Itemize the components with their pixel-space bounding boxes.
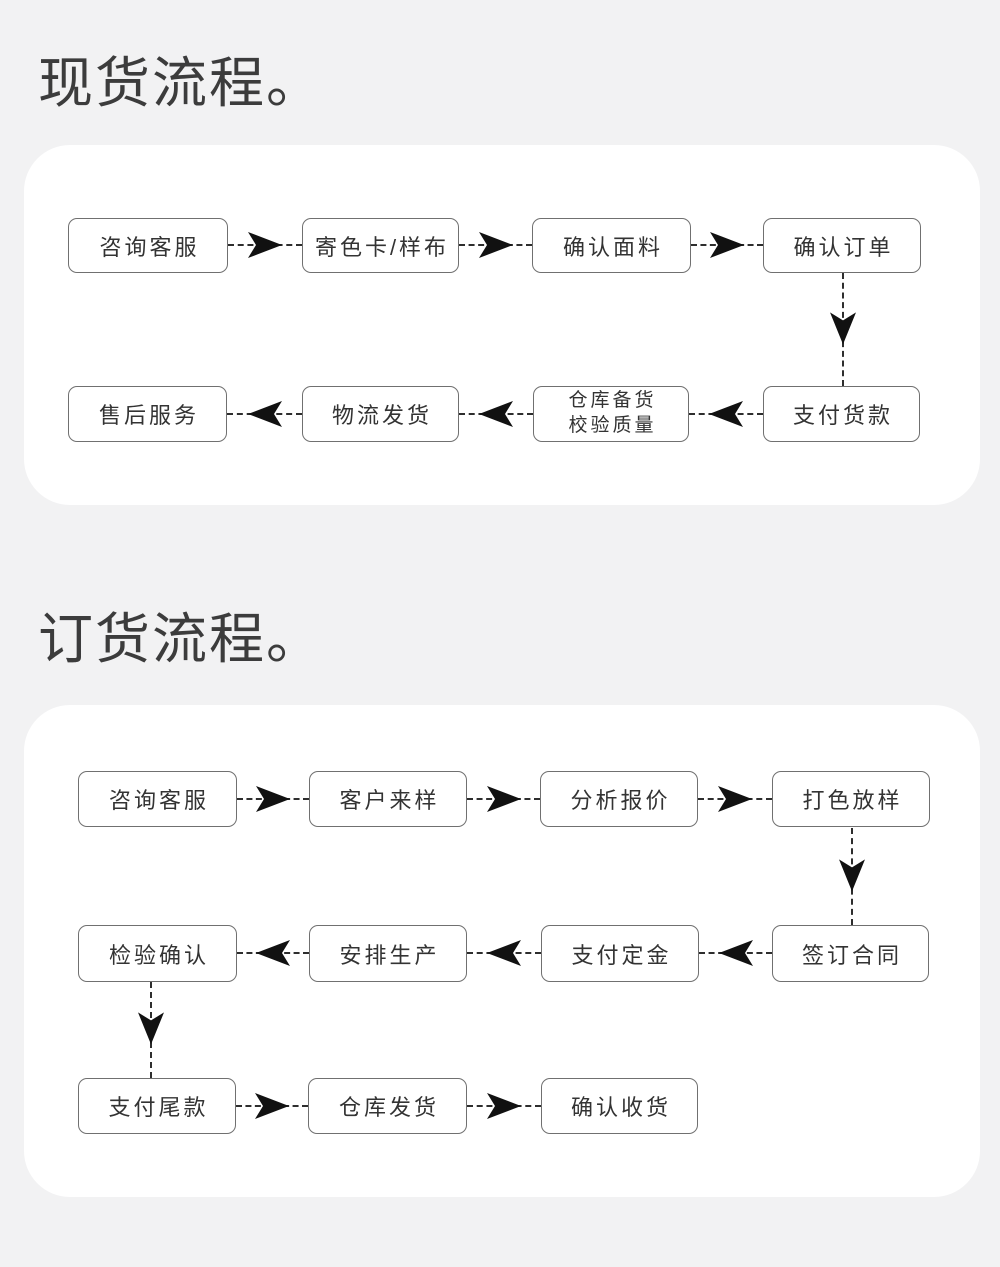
node-sign-contract: 签订合同: [772, 925, 929, 982]
arrow-down-icon: [839, 858, 865, 891]
arrow-left-icon: [709, 401, 743, 427]
arrow-right-icon: [486, 786, 521, 812]
node-label: 签订合同: [801, 942, 902, 968]
flow-connector: [698, 786, 772, 812]
node-label: 咨询客服: [108, 788, 209, 813]
node-label: 仓库备货: [568, 390, 657, 412]
node-warehouse-prepare-qc: 仓库备货 校验质量: [533, 386, 689, 442]
flow-connector: [138, 982, 164, 1078]
arrow-right-icon: [718, 786, 752, 812]
node-confirm-receipt: 确认收货: [541, 1078, 698, 1134]
node-label: 寄色卡/样布: [314, 234, 450, 260]
arrow-left-icon: [479, 401, 513, 427]
node-confirm-fabric: 确认面料: [532, 218, 691, 273]
node-label: 检验确认: [108, 942, 209, 968]
flow-connector: [839, 828, 865, 925]
node-inspection-confirm: 检验确认: [78, 925, 237, 982]
node-customer-sample: 客户来样: [309, 771, 467, 827]
flow-connector: [467, 1093, 541, 1119]
flow-connector: [830, 273, 856, 386]
node-warehouse-ship: 仓库发货: [308, 1078, 467, 1134]
arrow-down-icon: [830, 311, 856, 344]
arrow-right-icon: [487, 1093, 521, 1119]
flow-connector: [467, 786, 540, 812]
flow-connector: [236, 1093, 308, 1119]
flow-connector: [699, 940, 772, 966]
node-after-sales: 售后服务: [68, 386, 227, 442]
node-label: 支付尾款: [108, 1095, 209, 1120]
order-flow-title: 订货流程。: [38, 608, 324, 670]
flow-connector: [689, 401, 763, 427]
node-color-proofing: 打色放样: [772, 771, 930, 827]
spot-flow-title: 现货流程。: [38, 52, 324, 114]
node-send-color-card: 寄色卡/样布: [302, 218, 459, 273]
node-consult-service: 咨询客服: [68, 218, 228, 273]
node-arrange-production: 安排生产: [309, 925, 467, 982]
node-analyze-quote: 分析报价: [540, 771, 698, 827]
arrow-down-icon: [138, 1012, 164, 1045]
arrow-left-icon: [718, 940, 753, 966]
flow-connector: [237, 786, 309, 812]
arrow-left-icon: [487, 940, 521, 966]
node-pay-goods: 支付货款: [763, 386, 920, 442]
arrow-right-icon: [478, 232, 513, 258]
node-label: 仓库发货: [338, 1095, 439, 1120]
node-label: 确认订单: [793, 234, 894, 260]
node-label: 售后服务: [98, 403, 199, 428]
arrow-right-icon: [256, 786, 290, 812]
node-label: 安排生产: [339, 942, 440, 968]
node-label: 咨询客服: [99, 234, 200, 260]
node-label: 确认面料: [562, 234, 663, 260]
node-label: 支付货款: [792, 403, 893, 428]
node-logistics-ship: 物流发货: [302, 386, 459, 442]
arrow-left-icon: [247, 401, 282, 427]
arrow-left-icon: [256, 940, 290, 966]
node-pay-balance: 支付尾款: [78, 1078, 236, 1134]
node-label: 支付定金: [571, 942, 672, 968]
flow-connector: [237, 940, 309, 966]
flow-connector: [459, 232, 532, 258]
flow-connector: [459, 401, 533, 427]
node-confirm-order: 确认订单: [763, 218, 921, 273]
node-pay-deposit: 支付定金: [541, 925, 699, 982]
flow-connector: [691, 232, 763, 258]
node-label: 物流发货: [331, 403, 432, 428]
arrow-right-icon: [255, 1093, 289, 1119]
flow-connector: [228, 232, 302, 258]
flow-connector: [227, 401, 302, 427]
node-label: 客户来样: [339, 788, 440, 813]
spot-flow-panel: [24, 145, 980, 505]
node-label: 打色放样: [802, 788, 903, 813]
arrow-right-icon: [710, 232, 744, 258]
node-consult-service-2: 咨询客服: [78, 771, 237, 827]
node-label: 校验质量: [568, 415, 657, 436]
arrow-right-icon: [248, 232, 282, 258]
flow-connector: [467, 940, 541, 966]
node-label: 确认收货: [570, 1095, 671, 1120]
node-label: 分析报价: [570, 788, 671, 813]
